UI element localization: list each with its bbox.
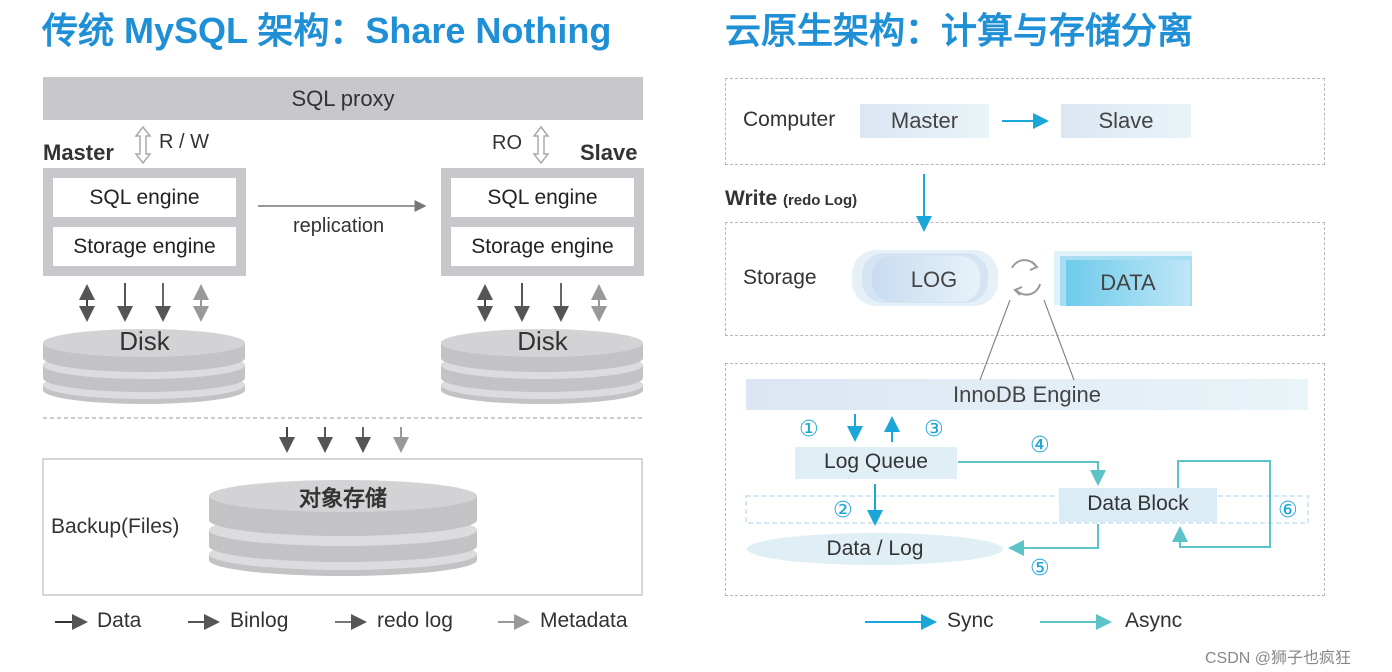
legend-binlog: Binlog [230,609,289,632]
engine-box [725,363,1325,596]
arrow-6 [1172,460,1271,548]
master-disk-arrows [79,283,209,322]
redo-log-note: (redo Log) [782,192,858,209]
log-icon [852,250,998,306]
backup-arrows [279,427,409,453]
rw-double-arrow-icon [134,125,152,165]
master-label: Master [43,140,114,165]
slave-engine-box: SQL engine Storage engine [441,168,644,276]
object-storage-label: 对象存储 [298,486,387,511]
right-title: 云原生架构：计算与存储分离 [725,10,1194,51]
cloud-master-node: Master [860,104,989,138]
step-2: ② [833,497,853,522]
backup-label: Backup(Files) [51,515,180,538]
data-log-label: Data / Log [826,537,924,560]
slave-storage-engine: Storage engine [451,227,634,266]
rw-label: R / W [159,131,209,153]
arrow-4 [958,461,1106,486]
innodb-data-link [1043,299,1075,381]
log-queue-box [795,447,957,479]
computer-label: Computer [743,108,836,131]
master-disk-cylinder [43,329,245,404]
log-queue-label: Log Queue [824,450,928,473]
master-storage-engine: Storage engine [53,227,236,266]
sql-proxy-bar: SQL proxy [43,77,643,120]
ro-label: RO [492,132,522,154]
log-label: LOG [910,267,958,292]
write-text: Write [725,187,778,210]
step-4: ④ [1030,432,1050,457]
storage-band [745,495,1309,524]
legend-data: Data [97,609,142,632]
backup-box [42,458,643,596]
legend-metadata: Metadata [540,609,628,632]
data-block-label: Data Block [1087,492,1189,515]
storage-box [725,222,1325,336]
master-engine-box: SQL engine Storage engine [43,168,246,276]
left-title: 传统 MySQL 架构：Share Nothing [42,10,612,51]
master-disk-label: Disk [119,326,170,356]
data-block-box [1059,488,1217,522]
legend-async: Async [1125,609,1183,632]
arrow-5 [1008,524,1099,556]
step-1: ① [799,416,819,441]
slave-label: Slave [580,140,638,165]
ro-double-arrow-icon [532,125,550,165]
storage-label: Storage [743,266,817,289]
innodb-engine-bar: InnoDB Engine [746,379,1308,410]
replication-label: replication [293,215,385,237]
computer-box [725,78,1325,165]
slave-disk-cylinder [441,329,643,404]
slave-disk-arrows [477,283,607,322]
legend-redo-log: redo log [377,609,453,632]
innodb-log-link [979,299,1011,381]
slave-disk-label: Disk [517,326,568,356]
watermark: CSDN @狮子也疯狂 [1205,650,1352,667]
write-label: Write (redo Log) [725,187,857,211]
left-diagram-graphics [42,125,643,630]
object-storage-cylinder [209,480,477,576]
master-sql-engine: SQL engine [53,178,236,217]
data-label: DATA [1100,270,1156,295]
step-6: ⑥ [1278,497,1298,522]
step-5: ⑤ [1030,555,1050,580]
right-diagram-graphics [745,113,1309,630]
cloud-slave-node: Slave [1061,104,1191,138]
step-3: ③ [924,416,944,441]
sync-cycle-icon [1011,259,1041,296]
legend-sync: Sync [947,609,994,632]
data-log-ellipse [747,533,1003,565]
slave-sql-engine: SQL engine [451,178,634,217]
data-icon [1054,251,1192,306]
